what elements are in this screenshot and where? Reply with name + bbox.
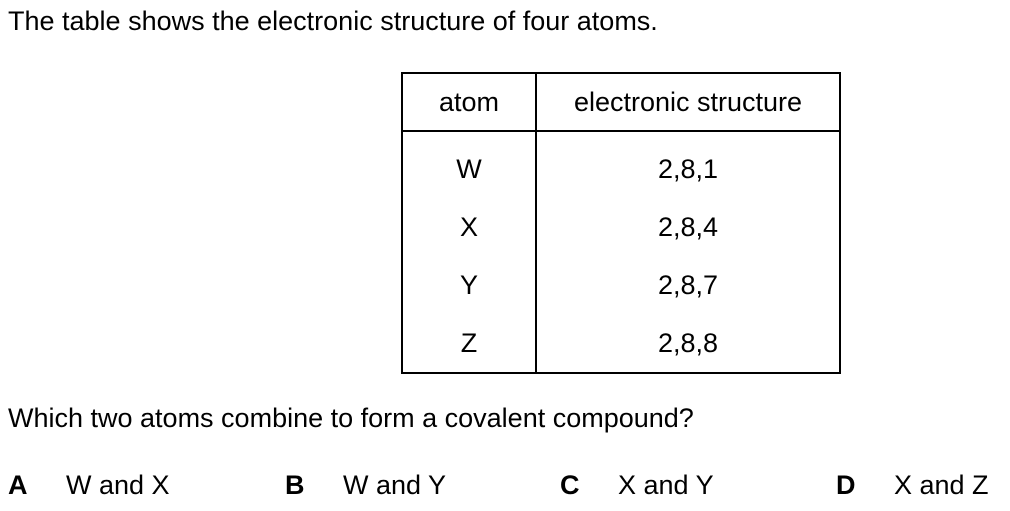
header-atom: atom bbox=[402, 73, 537, 132]
table-header-row: atom electronic structure bbox=[402, 73, 840, 132]
table-row: Z 2,8,8 bbox=[402, 314, 840, 373]
option-letter: A bbox=[8, 470, 28, 500]
option-text: W and X bbox=[66, 470, 170, 500]
intro-text: The table shows the electronic structure… bbox=[8, 6, 658, 36]
atom-cell: Y bbox=[402, 256, 537, 314]
structure-cell: 2,8,1 bbox=[657, 153, 719, 184]
table-row: Y 2,8,7 bbox=[402, 256, 840, 314]
electronic-structure-table-container: atom electronic structure W 2,8,1 X 2,8,… bbox=[401, 72, 841, 374]
question-text: Which two atoms combine to form a covale… bbox=[8, 403, 694, 433]
electronic-structure-table: atom electronic structure W 2,8,1 X 2,8,… bbox=[401, 72, 841, 374]
atom-cell: Z bbox=[402, 314, 537, 373]
atom-cell: W bbox=[402, 131, 537, 198]
structure-cell: 2,8,7 bbox=[657, 269, 719, 300]
option-text: W and Y bbox=[343, 470, 447, 500]
header-electronic-structure: electronic structure bbox=[536, 73, 840, 132]
structure-cell: 2,8,4 bbox=[657, 211, 719, 242]
option-letter: C bbox=[560, 470, 580, 500]
table-row: W 2,8,1 bbox=[402, 131, 840, 198]
option-letter: B bbox=[285, 470, 305, 500]
option-a[interactable]: A W and X bbox=[8, 468, 170, 502]
option-b[interactable]: B W and Y bbox=[285, 468, 446, 502]
option-d[interactable]: D X and Z bbox=[836, 468, 989, 502]
structure-cell: 2,8,8 bbox=[657, 327, 719, 358]
option-c[interactable]: C X and Y bbox=[560, 468, 714, 502]
table-row: X 2,8,4 bbox=[402, 198, 840, 256]
option-text: X and Z bbox=[894, 470, 989, 500]
option-text: X and Y bbox=[618, 470, 714, 500]
option-letter: D bbox=[836, 470, 856, 500]
atom-cell: X bbox=[402, 198, 537, 256]
